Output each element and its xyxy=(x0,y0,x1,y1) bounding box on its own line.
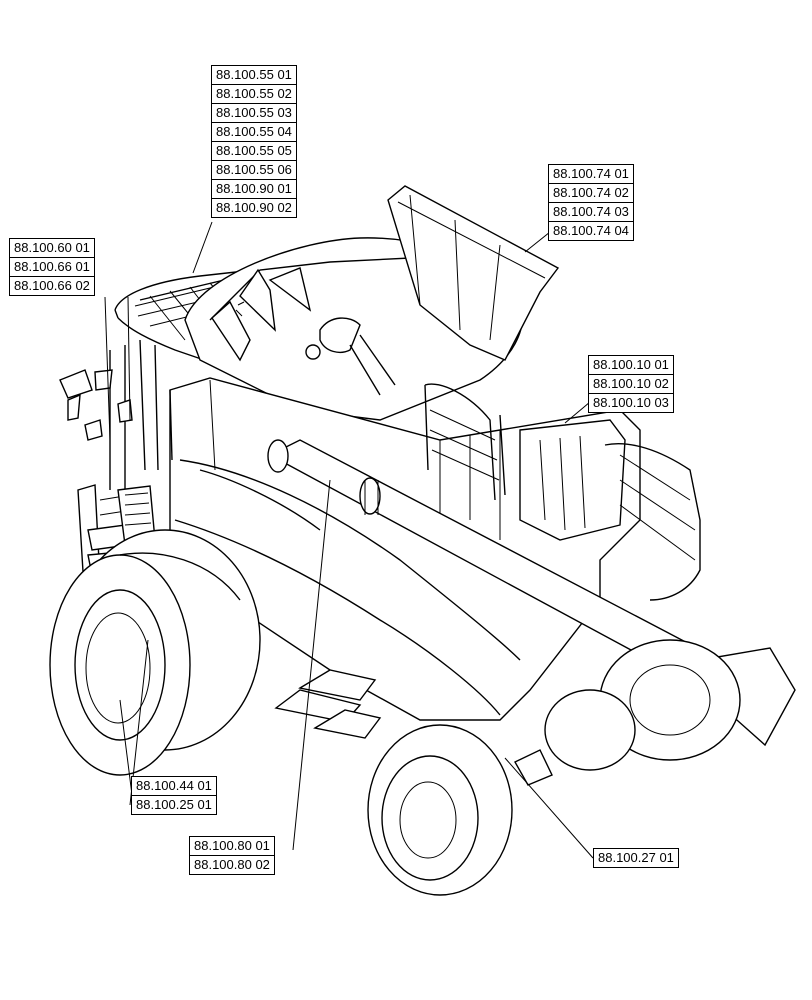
leader-lines xyxy=(104,221,594,859)
part-number-label: 88.100.74 03 xyxy=(549,202,633,221)
part-number-label: 88.100.55 05 xyxy=(212,141,296,160)
callout-top-center: 88.100.55 01 88.100.55 02 88.100.55 03 8… xyxy=(211,65,297,218)
part-number-label: 88.100.55 04 xyxy=(212,122,296,141)
part-number-label: 88.100.55 03 xyxy=(212,103,296,122)
part-number-label: 88.100.55 01 xyxy=(216,67,292,82)
callout-right: 88.100.10 01 88.100.10 02 88.100.10 03 xyxy=(588,355,674,413)
callout-bottom-center: 88.100.80 01 88.100.80 02 xyxy=(189,836,275,875)
part-number-label: 88.100.60 01 xyxy=(14,240,90,255)
part-number-label: 88.100.90 01 xyxy=(212,179,296,198)
body-steps xyxy=(274,669,553,786)
part-number-label: 88.100.55 06 xyxy=(212,160,296,179)
callout-left: 88.100.60 01 88.100.66 01 88.100.66 02 xyxy=(9,238,95,296)
part-number-label: 88.100.66 02 xyxy=(10,276,94,295)
grain-tank xyxy=(184,185,560,421)
callout-bottom-right: 88.100.27 01 xyxy=(593,848,679,868)
part-number-label: 88.100.10 01 xyxy=(593,357,669,372)
part-number-label: 88.100.90 02 xyxy=(212,198,296,217)
callout-top-right: 88.100.74 01 88.100.74 02 88.100.74 03 8… xyxy=(548,164,634,241)
part-number-label: 88.100.44 01 xyxy=(136,778,212,793)
part-number-label: 88.100.74 04 xyxy=(549,221,633,240)
part-number-label: 88.100.55 02 xyxy=(212,84,296,103)
part-number-label: 88.100.25 01 xyxy=(132,795,216,814)
part-number-label: 88.100.10 02 xyxy=(589,374,673,393)
part-number-label: 88.100.27 01 xyxy=(598,850,674,865)
front-wheels xyxy=(49,529,261,776)
part-number-label: 88.100.74 02 xyxy=(549,183,633,202)
callout-lower-left: 88.100.44 01 88.100.25 01 xyxy=(131,776,217,815)
rear-wheels xyxy=(367,639,741,896)
part-number-label: 88.100.10 03 xyxy=(589,393,673,412)
part-number-label: 88.100.66 01 xyxy=(10,257,94,276)
part-number-label: 88.100.80 01 xyxy=(194,838,270,853)
part-number-label: 88.100.74 01 xyxy=(553,166,629,181)
part-number-label: 88.100.80 02 xyxy=(190,855,274,874)
